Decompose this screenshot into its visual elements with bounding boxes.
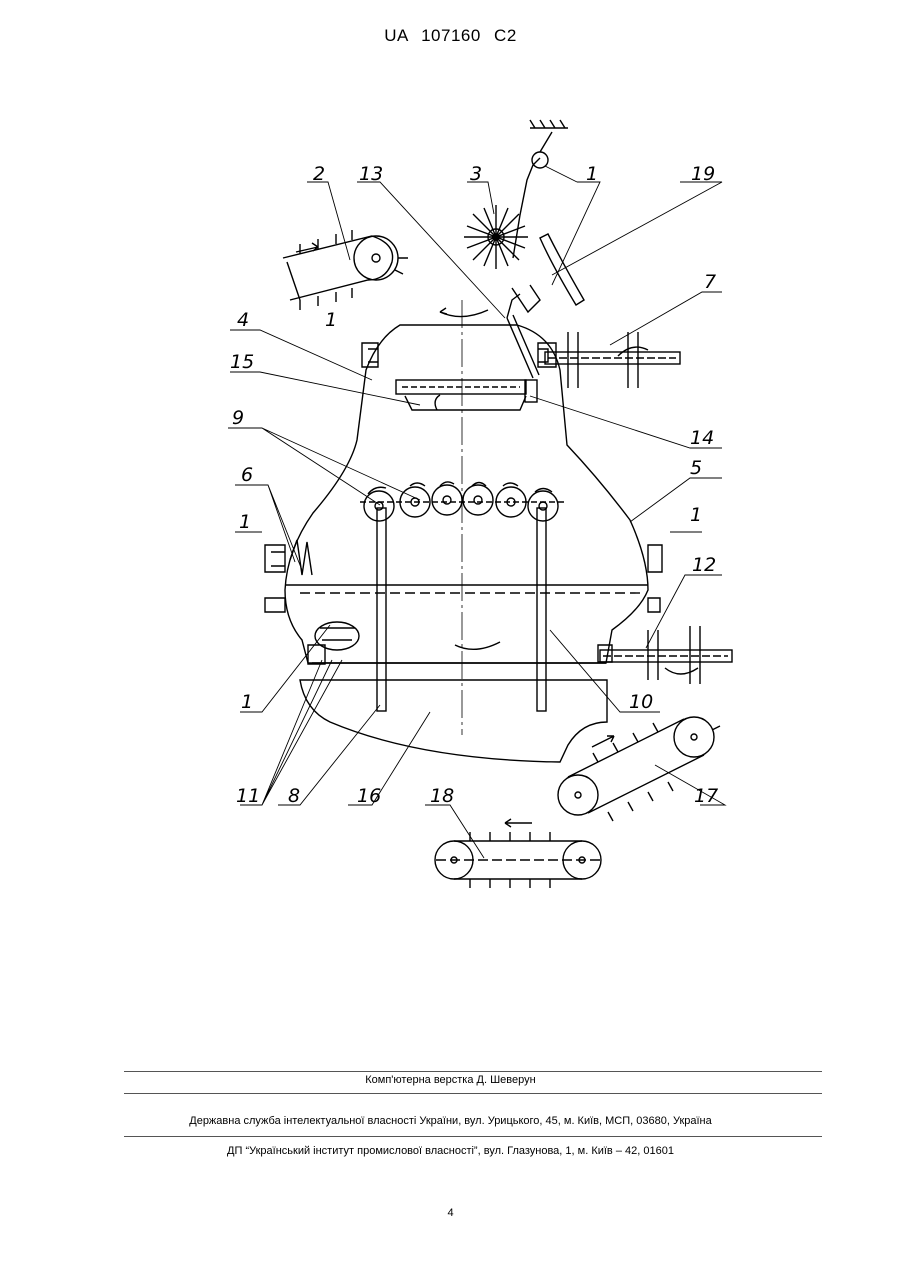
footer-rule-3: [124, 1136, 822, 1137]
callout-15: 15: [230, 351, 254, 373]
callout-1e: 1: [241, 691, 253, 713]
callout-9: 9: [232, 407, 244, 429]
callout-18: 18: [430, 785, 454, 807]
callout-3: 3: [470, 163, 482, 185]
agency-address: Державна служба інтелектуальної власност…: [0, 1115, 901, 1127]
brush-rotor: [464, 205, 528, 269]
callout-5: 5: [690, 457, 702, 479]
callout-6: 6: [241, 464, 253, 486]
callout-4: 4: [237, 309, 249, 331]
footer-rule-1: [124, 1071, 822, 1072]
callout-7: 7: [704, 271, 716, 293]
roller-row: [360, 485, 565, 521]
callout-2: 2: [313, 163, 325, 185]
callout-1c: 1: [239, 511, 251, 533]
callout-1a: 1: [586, 163, 598, 185]
callout-17: 17: [694, 785, 718, 807]
callout-16: 16: [357, 785, 381, 807]
conveyor-18: [435, 832, 601, 888]
footer-rule-2: [124, 1093, 822, 1094]
callout-11: 11: [236, 785, 260, 807]
callout-19: 19: [691, 163, 715, 185]
page-number: 4: [0, 1207, 901, 1219]
callout-12: 12: [692, 554, 716, 576]
callout-13: 13: [359, 163, 383, 185]
callout-1b: 1: [325, 309, 337, 331]
callout-1d: 1: [690, 504, 702, 526]
layout-credit: Комп'ютерна верстка Д. Шеверун: [0, 1074, 901, 1086]
institute-address: ДП “Український інститут промислової вла…: [0, 1145, 901, 1157]
callout-10: 10: [629, 691, 653, 713]
callout-8: 8: [288, 785, 300, 807]
callout-14: 14: [690, 427, 714, 449]
bunker-outline: [300, 680, 607, 762]
conveyor-2: [283, 230, 408, 310]
housing-outline: [285, 325, 648, 663]
